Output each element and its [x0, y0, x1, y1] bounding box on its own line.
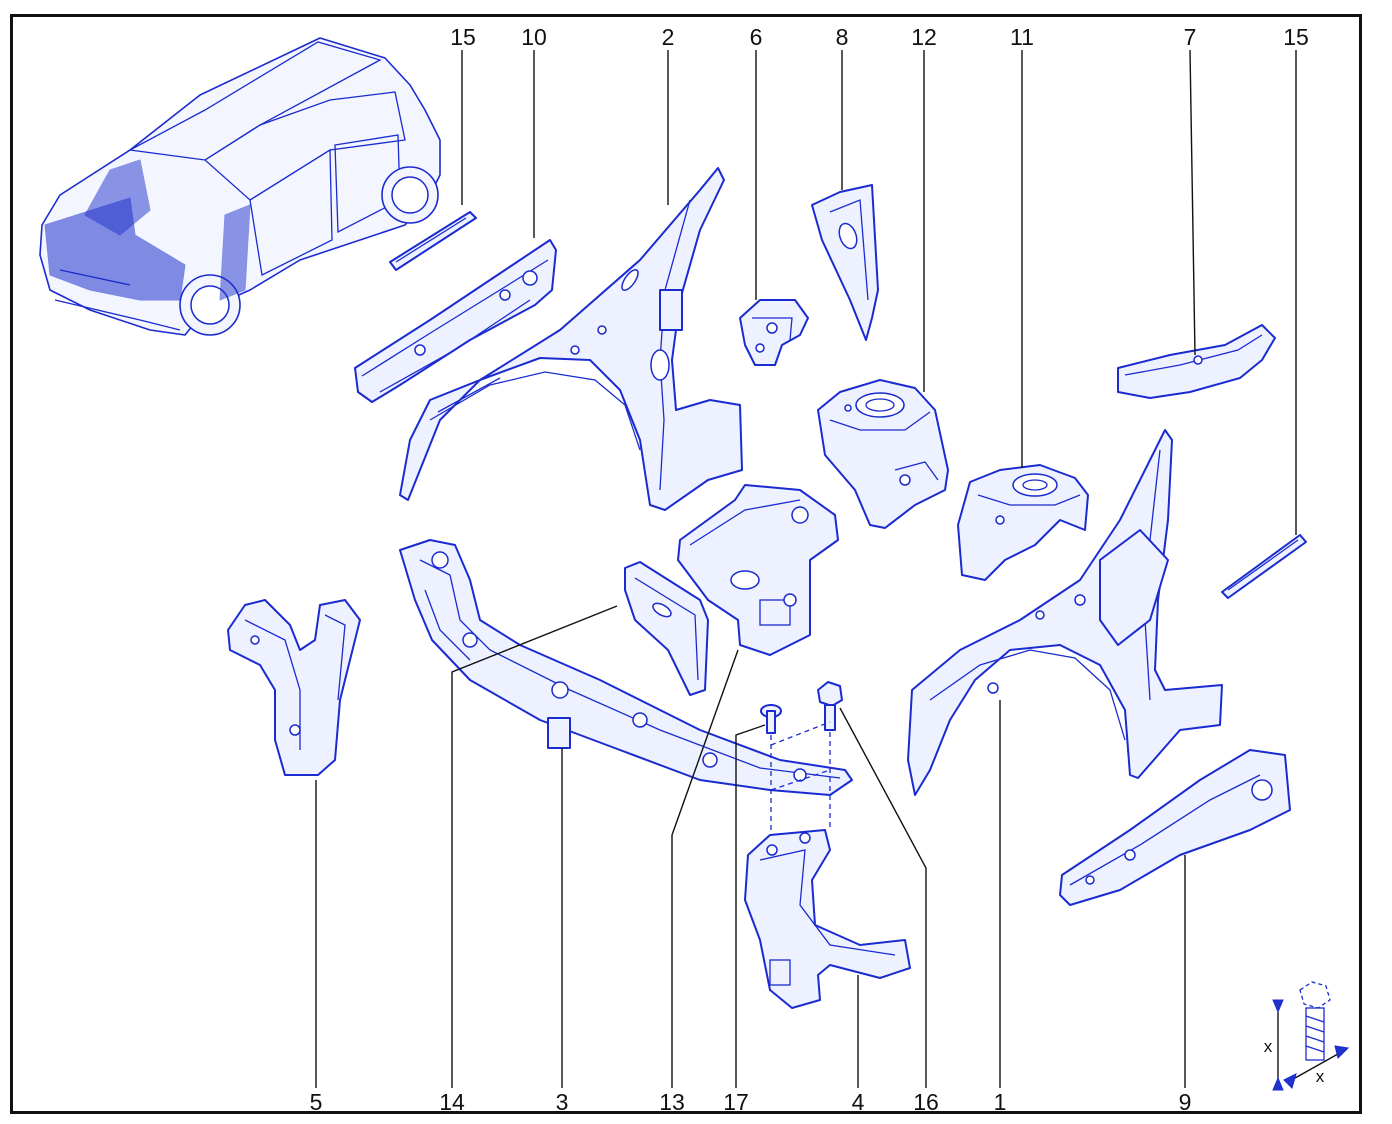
callout-1: 1	[994, 1089, 1007, 1115]
callout-15-right: 15	[1283, 24, 1309, 50]
part-9-lower-rail	[1059, 749, 1291, 906]
callout-6: 6	[750, 24, 763, 50]
part-12-strut-tower	[817, 379, 949, 529]
callout-9: 9	[1179, 1089, 1192, 1115]
callout-15-left: 15	[450, 24, 476, 50]
callout-13: 13	[659, 1089, 685, 1115]
dimension-x-vertical: x	[1264, 1037, 1273, 1056]
part-17-screw	[760, 704, 782, 830]
part-6-bracket	[739, 299, 809, 366]
callout-4: 4	[852, 1089, 865, 1115]
callout-10: 10	[521, 24, 547, 50]
part-10-upper-rail	[354, 239, 557, 403]
callout-14: 14	[439, 1089, 465, 1115]
dimension-x-diagonal: x	[1316, 1067, 1325, 1086]
callouts-bottom: 5 14 3 13 17 4 16 1 9	[310, 1089, 1192, 1115]
leader-lines	[315, 49, 1297, 1088]
part-8-gusset	[811, 184, 879, 341]
part-15-left-strip	[389, 211, 477, 271]
part-1-wheel-arch-panel	[907, 429, 1223, 796]
bolt-dimension-symbol: x x	[1264, 981, 1350, 1091]
part-5-bracket	[227, 599, 361, 776]
part-11-strut-tower	[957, 464, 1089, 581]
part-15-right-strip	[1221, 534, 1307, 599]
part-2-wheel-arch-panel	[399, 167, 743, 511]
callouts-top: 15 10 2 6 8 12 11 7 15	[450, 24, 1309, 50]
callout-7: 7	[1184, 24, 1197, 50]
vehicle-overview	[39, 37, 441, 336]
part-13-apron	[677, 484, 839, 656]
callout-5: 5	[310, 1089, 323, 1115]
part-4-bracket	[744, 829, 911, 1009]
callout-12: 12	[911, 24, 937, 50]
callout-16: 16	[913, 1089, 939, 1115]
callout-2: 2	[662, 24, 675, 50]
part-16-bolt	[770, 681, 843, 830]
callout-3: 3	[556, 1089, 569, 1115]
callout-17: 17	[723, 1089, 749, 1115]
part-14-gusset	[624, 561, 709, 696]
callout-11: 11	[1010, 24, 1034, 50]
callout-8: 8	[836, 24, 849, 50]
part-7-upper-rail	[1117, 324, 1276, 399]
part-3-cross-member	[399, 539, 853, 796]
